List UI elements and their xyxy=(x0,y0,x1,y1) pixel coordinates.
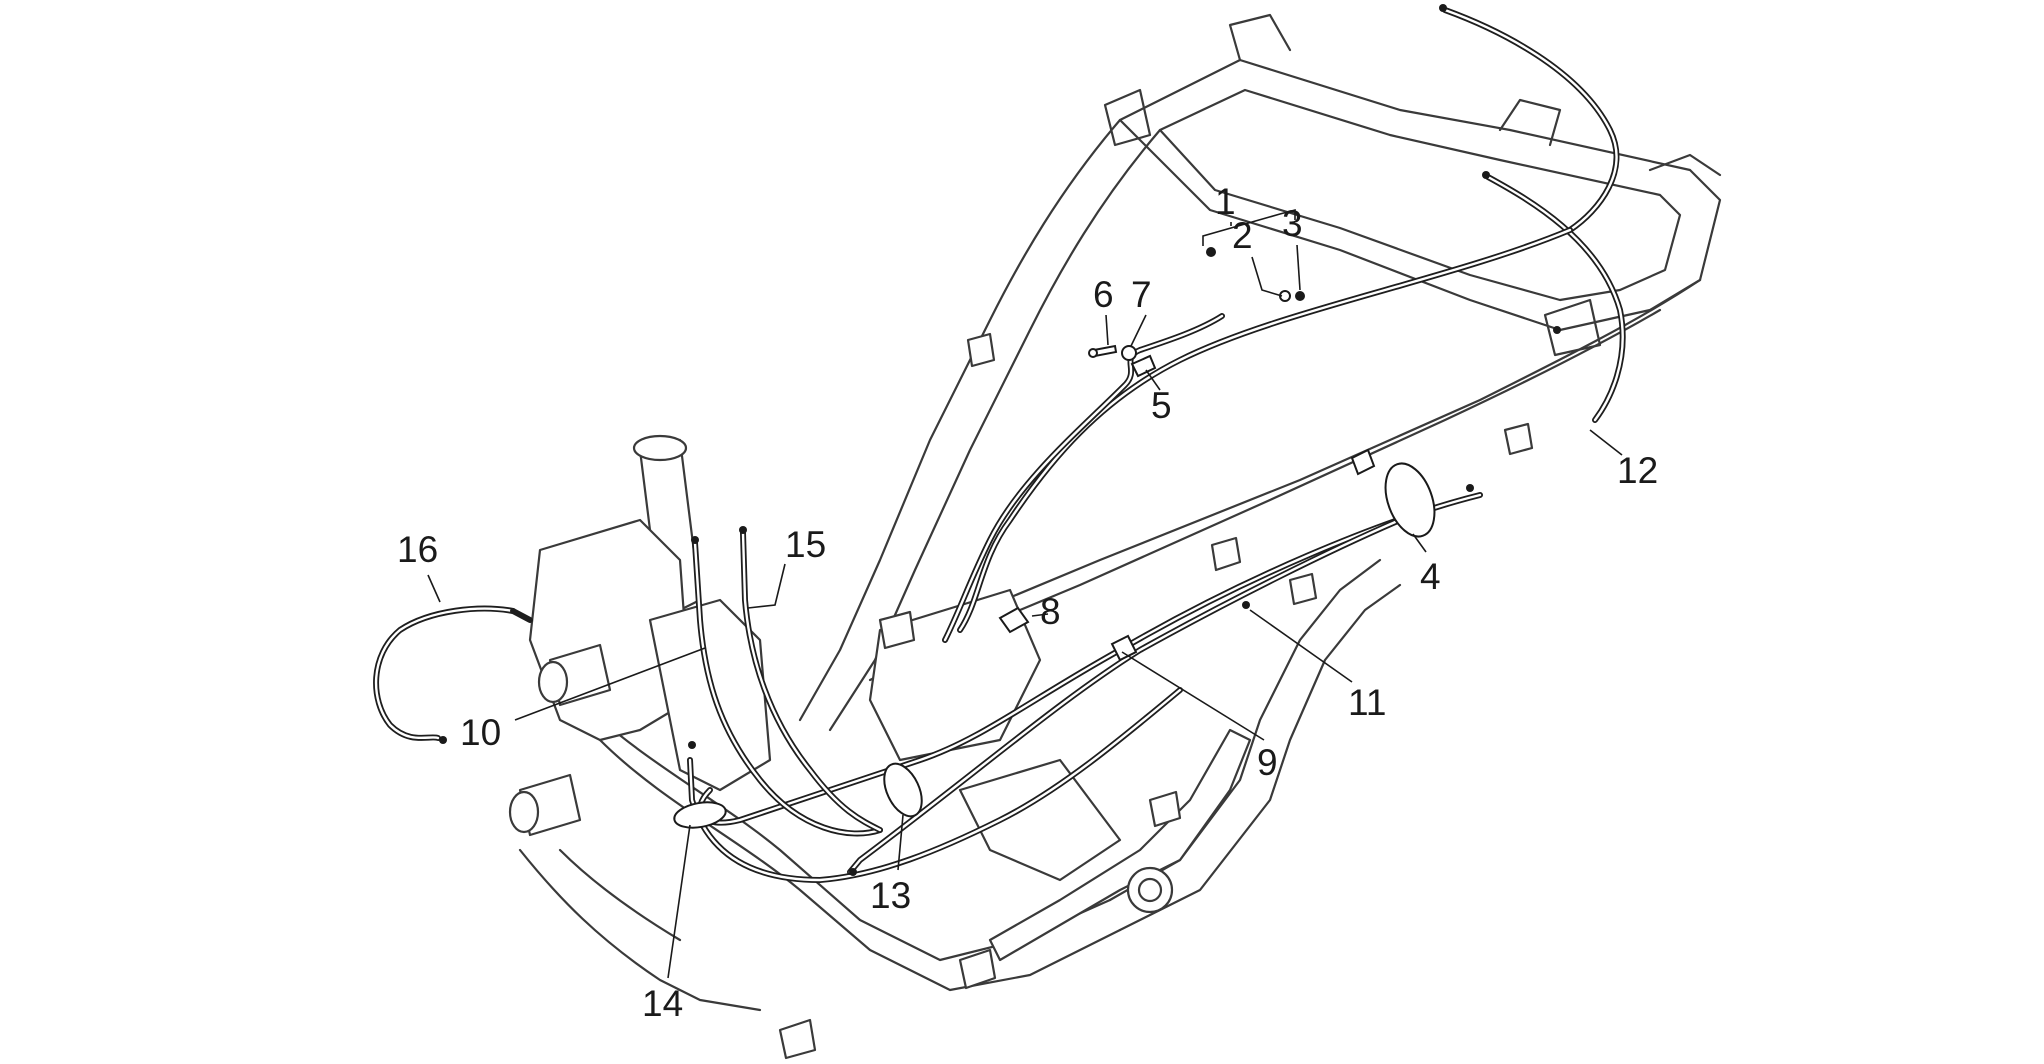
leader-5 xyxy=(1145,369,1161,391)
leader-10 xyxy=(514,647,706,721)
part-8-clip xyxy=(998,606,1030,634)
cable-14-run-core xyxy=(688,688,1182,882)
frame-floor-tube-right-inner xyxy=(1118,583,1402,932)
frame-tab-3 xyxy=(1288,572,1318,606)
cable-end-12-top xyxy=(1439,4,1447,12)
cable-end-14-top xyxy=(688,741,696,749)
callout-1: 1 xyxy=(1215,181,1236,222)
part-5-clip xyxy=(1130,354,1157,378)
small-parts xyxy=(439,4,1561,876)
cables xyxy=(373,7,1626,883)
callout-15: 15 xyxy=(785,524,826,565)
callout-12: 12 xyxy=(1617,450,1658,491)
callout-3: 3 xyxy=(1282,203,1303,244)
frame-lower-plate xyxy=(958,758,1122,882)
leader-11 xyxy=(1249,609,1353,683)
frame-tab-4 xyxy=(1503,422,1534,456)
leader-9 xyxy=(1121,651,1265,741)
frame-right-main-rail xyxy=(878,278,1702,652)
part-7-washer xyxy=(1121,345,1137,361)
leader-12 xyxy=(1589,429,1623,456)
callout-6: 6 xyxy=(1093,274,1114,315)
cable-12 xyxy=(1442,7,1620,233)
leader-1-bracket xyxy=(1202,208,1296,246)
part-4-band-clamp-tab xyxy=(1350,448,1376,476)
cable-end-12-mid xyxy=(1482,171,1490,179)
callout-2: 2 xyxy=(1232,215,1253,256)
callout-14: 14 xyxy=(642,983,683,1024)
frame-down-tube xyxy=(518,848,762,1012)
cable-12-lower-core xyxy=(1486,175,1624,422)
frame-right-main-rail-inner xyxy=(868,308,1662,682)
leader-14 xyxy=(667,824,691,979)
frame-tab-8 xyxy=(878,610,916,650)
leader-2 xyxy=(1251,256,1283,297)
leader-13 xyxy=(897,814,904,871)
callout-8: 8 xyxy=(1040,591,1061,632)
frame-engine-mount-bushing-inner xyxy=(1137,877,1163,903)
cable-11-core xyxy=(698,493,1482,824)
cable-9-core xyxy=(848,518,1402,874)
part-3-nut xyxy=(1295,291,1305,301)
frame-rear-upper-tube xyxy=(1118,58,1722,332)
cable-16-core xyxy=(374,607,515,740)
cable-1-detail-core xyxy=(943,314,1224,642)
part-1-pin xyxy=(1206,247,1216,257)
cable-end-4 xyxy=(1466,484,1474,492)
frame-left-main-rail-inner xyxy=(828,128,1162,732)
cable-end-13 xyxy=(849,868,857,876)
frame-tab-7 xyxy=(778,1018,817,1060)
cable-12-core xyxy=(1443,8,1618,232)
cable-end-16 xyxy=(439,736,447,744)
cable-15-core xyxy=(741,531,882,832)
frame-front-gusset xyxy=(648,598,772,792)
callout-10: 10 xyxy=(460,712,501,753)
frame-tab-6 xyxy=(958,948,997,990)
callout-labels: 1 2 3 4 5 6 7 8 9 10 11 12 13 14 15 16 xyxy=(397,181,1658,1024)
leader-8 xyxy=(1031,613,1049,617)
callout-5: 5 xyxy=(1151,385,1172,426)
frame-rear-upper-inner xyxy=(1158,88,1682,302)
leader-6 xyxy=(1105,314,1109,346)
cable-end-11 xyxy=(1242,601,1250,609)
leader-7 xyxy=(1130,314,1147,347)
cable-end-10-top xyxy=(691,536,699,544)
leader-15 xyxy=(747,563,786,609)
scooter-frame xyxy=(508,13,1722,1060)
leader-lines xyxy=(427,208,1623,979)
leader-3 xyxy=(1296,244,1301,291)
cable-1-detail xyxy=(942,313,1225,643)
cable-end-12-bottom xyxy=(1553,326,1561,334)
frame-tab-2 xyxy=(1210,536,1242,572)
callout-16: 16 xyxy=(397,529,438,570)
frame-tab-5 xyxy=(1148,790,1182,828)
part-4-band-clamp xyxy=(1384,462,1436,538)
frame-front-stub-lower-end xyxy=(508,790,540,834)
callout-4: 4 xyxy=(1420,556,1441,597)
frame-front-stub-upper-end xyxy=(537,660,569,704)
cable-16-stub xyxy=(510,608,533,623)
frame-head-tube-top xyxy=(632,434,688,462)
part-9-clamp xyxy=(1110,634,1138,662)
cable-1-core xyxy=(958,228,1572,632)
frame-tab-1 xyxy=(966,332,996,368)
part-14-band-clamp xyxy=(673,801,727,829)
callout-11: 11 xyxy=(1348,682,1386,723)
leader-4 xyxy=(1412,533,1427,553)
frame-rear-crossbar xyxy=(1228,13,1722,177)
cable-end-15-top xyxy=(739,526,747,534)
callout-13: 13 xyxy=(870,875,911,916)
callout-7: 7 xyxy=(1131,274,1152,315)
frame-rear-bracket xyxy=(1103,88,1602,357)
leader-16 xyxy=(427,574,441,603)
cable-10-core xyxy=(693,541,882,835)
callout-9: 9 xyxy=(1257,742,1278,783)
part-13-band-clamp xyxy=(883,762,923,818)
part-6-bolt-head xyxy=(1088,348,1098,358)
frame-floor-tube-left-inner xyxy=(598,738,1122,992)
